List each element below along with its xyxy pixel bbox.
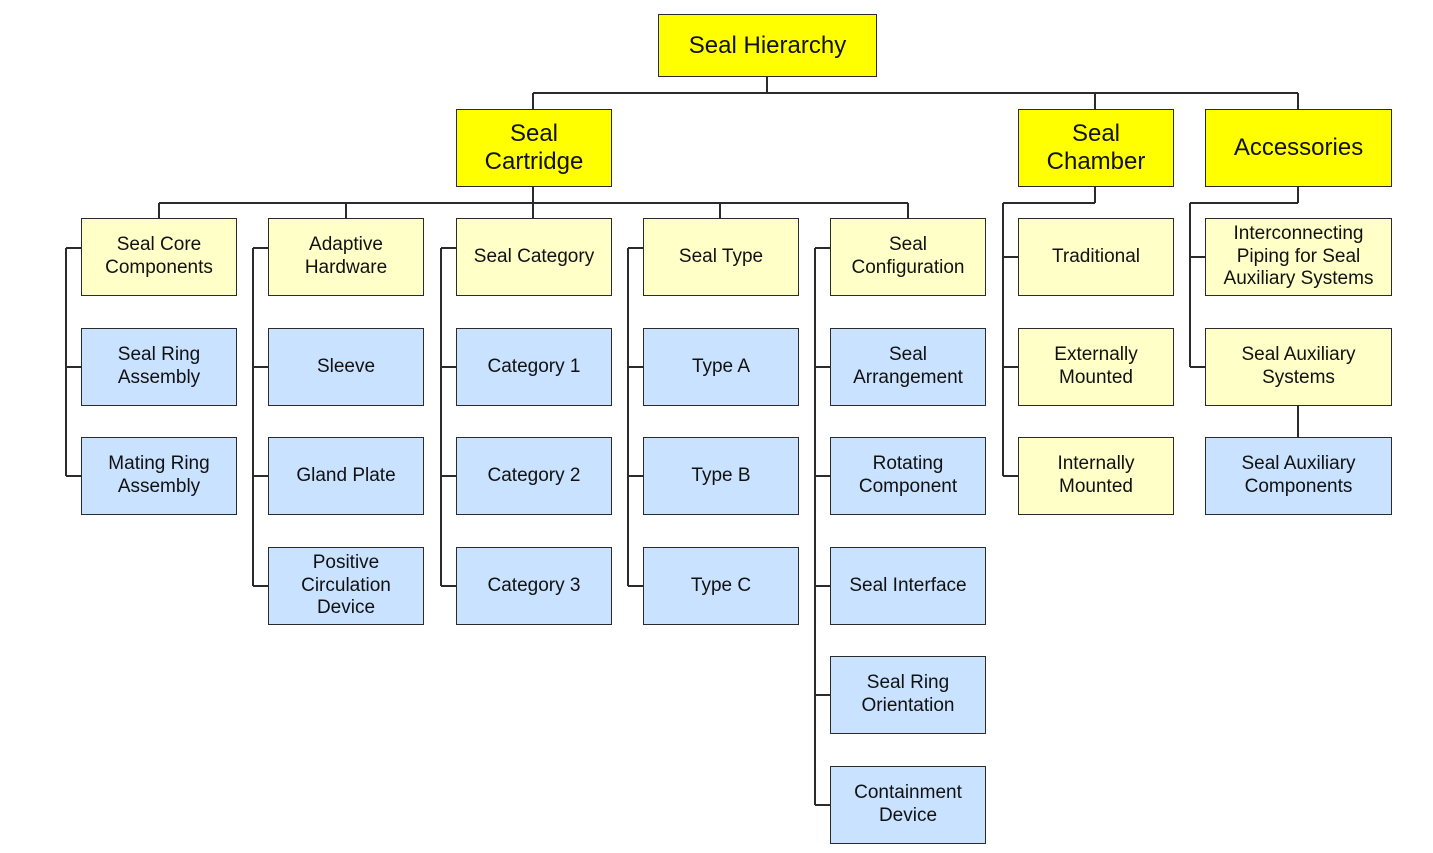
node-containment-device: Containment Device xyxy=(830,766,986,844)
node-type-a: Type A xyxy=(643,328,799,406)
node-seal-cartridge: Seal Cartridge xyxy=(456,109,612,187)
node-seal-ring-assembly: Seal Ring Assembly xyxy=(81,328,237,406)
node-category-1: Category 1 xyxy=(456,328,612,406)
node-traditional: Traditional xyxy=(1018,218,1174,296)
node-seal-auxiliary-components: Seal Auxiliary Components xyxy=(1205,437,1392,515)
node-seal-ring-orientation: Seal Ring Orientation xyxy=(830,656,986,734)
node-adaptive-hardware: Adaptive Hardware xyxy=(268,218,424,296)
node-accessories: Accessories xyxy=(1205,109,1392,187)
node-seal-core-components: Seal Core Components xyxy=(81,218,237,296)
node-category-2: Category 2 xyxy=(456,437,612,515)
node-category-3: Category 3 xyxy=(456,547,612,625)
node-type-c: Type C xyxy=(643,547,799,625)
node-seal-auxiliary-systems: Seal Auxiliary Systems xyxy=(1205,328,1392,406)
node-seal-arrangement: Seal Arrangement xyxy=(830,328,986,406)
node-seal-configuration: Seal Configuration xyxy=(830,218,986,296)
node-positive-circulation-device: Positive Circulation Device xyxy=(268,547,424,625)
node-seal-chamber: Seal Chamber xyxy=(1018,109,1174,187)
node-seal-category: Seal Category xyxy=(456,218,612,296)
node-type-b: Type B xyxy=(643,437,799,515)
node-externally-mounted: Externally Mounted xyxy=(1018,328,1174,406)
node-sleeve: Sleeve xyxy=(268,328,424,406)
node-mating-ring-assembly: Mating Ring Assembly xyxy=(81,437,237,515)
node-seal-hierarchy: Seal Hierarchy xyxy=(658,14,877,77)
node-seal-interface: Seal Interface xyxy=(830,547,986,625)
node-interconnecting-piping: Interconnecting Piping for Seal Auxiliar… xyxy=(1205,218,1392,296)
node-seal-type: Seal Type xyxy=(643,218,799,296)
node-internally-mounted: Internally Mounted xyxy=(1018,437,1174,515)
node-rotating-component: Rotating Component xyxy=(830,437,986,515)
node-gland-plate: Gland Plate xyxy=(268,437,424,515)
